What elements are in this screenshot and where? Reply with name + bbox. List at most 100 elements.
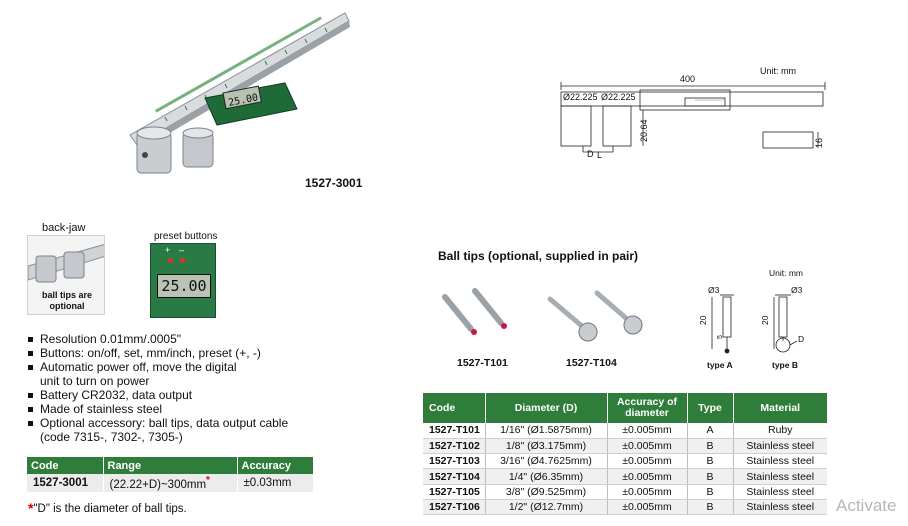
preset-buttons-label: preset buttons bbox=[154, 231, 218, 242]
preset-minus-button[interactable] bbox=[180, 258, 185, 263]
spec-footnote: *"D" is the diameter of ball tips. bbox=[28, 500, 187, 516]
tip-header-accuracy: Accuracy of diameter bbox=[607, 393, 688, 423]
table-row: 1527-T103 3/16" (Ø4.7625mm) ±0.005mm B S… bbox=[423, 453, 827, 470]
preset-buttons-inset: + – 25.00 bbox=[150, 243, 216, 318]
tip-accuracy: ±0.005mm bbox=[607, 484, 688, 500]
drawing-dia-right: Ø22.225 bbox=[601, 92, 636, 102]
tip-accuracy: ±0.005mm bbox=[607, 468, 688, 485]
tip-diameter: 3/8" (Ø9.525mm) bbox=[485, 484, 608, 500]
type-a-label: type A bbox=[707, 360, 733, 370]
tip-code: 1527-T101 bbox=[423, 423, 486, 439]
feature-item: Battery CR2032, data output bbox=[28, 388, 288, 402]
tip-diameter: 1/8" (Ø3.175mm) bbox=[485, 438, 608, 455]
type-a-height: 20 bbox=[698, 315, 708, 325]
spec-range-cell: (22.22+D)~300mm* bbox=[103, 474, 238, 492]
footnote-asterisk: * bbox=[28, 500, 34, 516]
feature-item: Made of stainless steel bbox=[28, 402, 288, 416]
tip-accuracy: ±0.005mm bbox=[607, 499, 688, 516]
spec-header-range: Range bbox=[103, 457, 238, 474]
tip-accuracy: ±0.005mm bbox=[607, 423, 688, 439]
type-b-height: 20 bbox=[760, 315, 770, 325]
tip-type: B bbox=[687, 453, 734, 470]
ball-tip-table: Code Diameter (D) Accuracy of diameter T… bbox=[423, 393, 827, 516]
tips-unit-label: Unit: mm bbox=[769, 268, 803, 278]
type-a-dim5: 5 bbox=[717, 335, 724, 339]
table-row: 1527-T104 1/4" (Ø6.35mm) ±0.005mm B Stai… bbox=[423, 468, 827, 485]
spec-accuracy: ±0.03mm bbox=[237, 474, 313, 492]
feature-item: Optional accessory: ball tips, data outp… bbox=[28, 416, 288, 430]
tip-diameter: 1/16" (Ø1.5875mm) bbox=[485, 423, 608, 439]
product-model-label: 1527-3001 bbox=[305, 176, 363, 190]
spec-header-code: Code bbox=[27, 457, 104, 474]
tip-diameter: 3/16" (Ø4.7625mm) bbox=[485, 453, 608, 470]
tip-material: Stainless steel bbox=[733, 499, 827, 516]
ball-tips-note-line2: optional bbox=[49, 301, 85, 311]
table-row: 1527-T102 1/8" (Ø3.175mm) ±0.005mm B Sta… bbox=[423, 438, 827, 455]
activate-watermark: Activate bbox=[836, 496, 897, 515]
preset-lcd-display: 25.00 bbox=[157, 274, 211, 298]
feature-item: Buttons: on/off, set, mm/inch, preset (+… bbox=[28, 346, 288, 360]
feature-item: Resolution 0.01mm/.0005" bbox=[28, 332, 288, 346]
footnote-text: "D" is the diameter of ball tips. bbox=[33, 503, 187, 515]
spec-asterisk: * bbox=[206, 475, 210, 486]
caliper-photo: 25.00 bbox=[129, 12, 350, 174]
drawing-unit-label: Unit: mm bbox=[760, 66, 796, 76]
tip-code: 1527-T106 bbox=[423, 499, 486, 516]
tip-type: B bbox=[687, 484, 734, 500]
type-b-dia: Ø3 bbox=[791, 285, 803, 295]
spec-table: Code Range Accuracy 1527-3001 (22.22+D)~… bbox=[27, 457, 313, 492]
back-jaw-inset: ball tips are optional bbox=[27, 235, 105, 315]
back-jaw-photo bbox=[28, 244, 104, 283]
tip-type: A bbox=[687, 423, 734, 439]
drawing-dia-left: Ø22.225 bbox=[563, 92, 598, 102]
tip-accuracy: ±0.005mm bbox=[607, 453, 688, 470]
tip1-code-label: 1527-T101 bbox=[457, 357, 508, 369]
tip-header-diameter: Diameter (D) bbox=[485, 393, 608, 423]
tip-type: B bbox=[687, 438, 734, 455]
tip-type: B bbox=[687, 468, 734, 485]
table-row: 1527-T101 1/16" (Ø1.5875mm) ±0.005mm A R… bbox=[423, 423, 827, 439]
spec-header-accuracy: Accuracy bbox=[237, 457, 313, 474]
dimension-drawing: Unit: mm 400 Ø22.225 Ø22.225 D L 20.64 1… bbox=[560, 66, 826, 160]
drawing-length-label: 400 bbox=[680, 74, 695, 84]
spec-range: (22.22+D)~300mm bbox=[109, 478, 207, 491]
feature-item-continuation: unit to turn on power bbox=[40, 374, 150, 388]
tip-accuracy: ±0.005mm bbox=[607, 438, 688, 455]
spec-code: 1527-3001 bbox=[27, 474, 104, 492]
type-a-dia: Ø3 bbox=[708, 285, 720, 295]
preset-minus-label: – bbox=[179, 245, 185, 255]
tip-diameter: 1/2" (Ø12.7mm) bbox=[485, 499, 608, 516]
tip-code: 1527-T105 bbox=[423, 484, 486, 500]
tip-material: Stainless steel bbox=[733, 484, 827, 500]
back-jaw-label: back-jaw bbox=[42, 222, 86, 234]
table-row: 1527-3001 (22.22+D)~300mm* ±0.03mm bbox=[27, 474, 313, 492]
tip-header-code: Code bbox=[423, 393, 486, 423]
preset-plus-label: + bbox=[165, 245, 171, 255]
feature-item-continuation: (code 7315-, 7302-, 7305-) bbox=[40, 430, 183, 444]
drawing-label-l: L bbox=[597, 150, 602, 160]
feature-list: Resolution 0.01mm/.0005" Buttons: on/off… bbox=[28, 332, 288, 444]
tip-type-drawings: Unit: mm Ø3 Ø3 20 20 5 D type A type B bbox=[698, 268, 804, 370]
feature-item: Automatic power off, move the digital bbox=[28, 360, 288, 374]
ball-tips-title: Ball tips (optional, supplied in pair) bbox=[438, 249, 639, 263]
ball-tips-photo bbox=[442, 288, 643, 342]
tip-material: Stainless steel bbox=[733, 453, 827, 470]
tip-type: B bbox=[687, 499, 734, 516]
preset-plus-button[interactable] bbox=[168, 258, 173, 263]
tip-material: Ruby bbox=[733, 423, 827, 439]
table-row: 1527-T105 3/8" (Ø9.525mm) ±0.005mm B Sta… bbox=[423, 484, 827, 500]
tip-diameter: 1/4" (Ø6.35mm) bbox=[485, 468, 608, 485]
tip-header-material: Material bbox=[733, 393, 827, 423]
tip-material: Stainless steel bbox=[733, 468, 827, 485]
tip-code: 1527-T103 bbox=[423, 453, 486, 470]
tip-code: 1527-T104 bbox=[423, 468, 486, 485]
tip-code: 1527-T102 bbox=[423, 438, 486, 455]
drawing-thickness-label: 16 bbox=[814, 138, 824, 148]
type-b-label-d: D bbox=[798, 334, 804, 344]
drawing-label-d: D bbox=[587, 149, 594, 159]
drawing-height-label: 20.64 bbox=[639, 119, 649, 142]
ball-tips-note-line1: ball tips are bbox=[41, 290, 93, 300]
tip-header-type: Type bbox=[687, 393, 734, 423]
type-b-label: type B bbox=[772, 360, 798, 370]
tip2-code-label: 1527-T104 bbox=[566, 357, 617, 369]
